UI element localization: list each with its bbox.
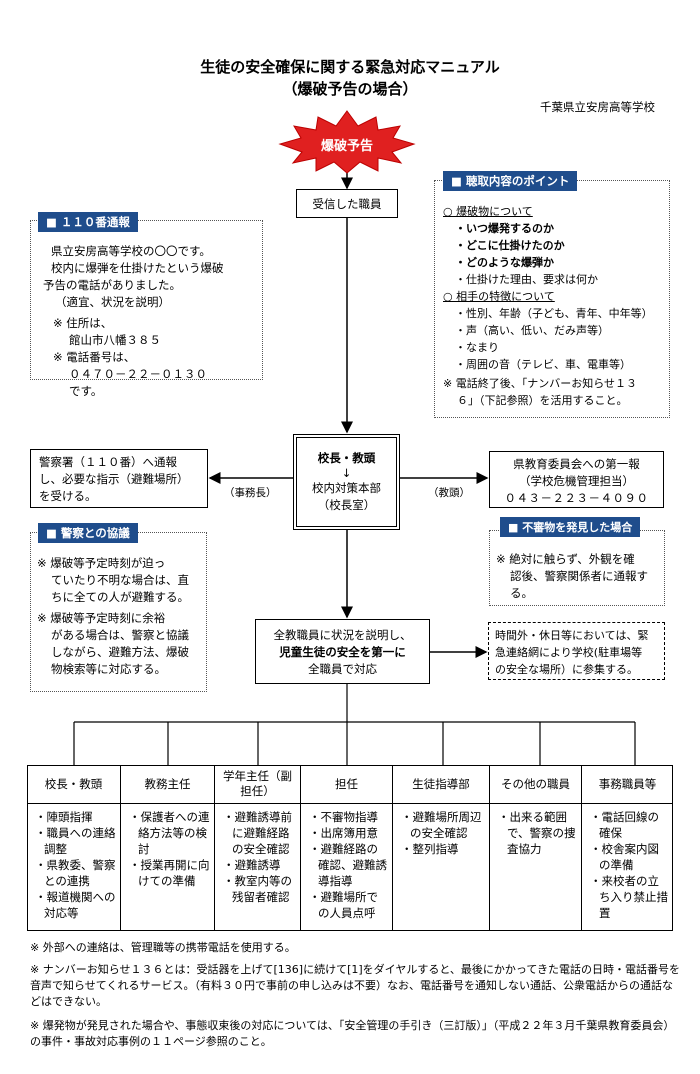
police-coop-tag: ■ 警察との協議 (38, 523, 138, 543)
after-hours-box: 時間外・休日等においては、緊 急連絡網により学校(駐車場等 の安全な場所）に参集… (488, 622, 665, 680)
police-call-box: 警察署（１１０番）へ通報 し、必要な指示（避難場所） を受ける。 (30, 449, 208, 508)
all-staff-box: 全教職員に状況を説明し、 児童生徒の安全を第一に 全職員で対応 (255, 619, 430, 684)
suspicious-panel: ※ 絶対に触らず、外観を確 認後、警察関係者に通報す る。 (489, 530, 665, 606)
police-coop-panel: ※ 爆破等予定時刻が迫っ ていたり不明な場合は、直 ちに全ての人が避難する。 ※… (30, 532, 207, 692)
col-body-homeroom: ・不審物指導・出席簿用意・避難経路の確認、避難誘導指導・避難場所での人員点呼 (301, 803, 393, 931)
col-head-grade: 学年主任（副担任） (215, 765, 301, 803)
role-table-divider (27, 803, 673, 804)
label-office-chief: （事務長） (224, 487, 277, 499)
col-body-principal: ・陣頭指揮・職員への連絡調整・県教委、警察との連携・報道機関への対応等 (27, 803, 121, 931)
note-number-136: ※ ナンバーお知らせ１３６とは：受話器を上げて[136]に続けて[1]をダイヤル… (30, 963, 680, 1008)
listening-tag: ■ 聴取内容のポイント (443, 171, 578, 191)
listening-panel: ○ 爆破物について ・いつ爆発するのか ・どこに仕掛けたのか ・どのような爆弾か… (434, 180, 670, 418)
page-subtitle: （爆破予告の場合） (282, 80, 418, 98)
col-head-other: その他の職員 (490, 765, 582, 803)
label-vice-principal: （教頭） (428, 487, 470, 499)
board-report-box: 県教育委員会への第一報 （学校危機管理担当） ０４３－２２３－４０９０ (489, 451, 664, 508)
receiver-box: 受信した職員 (296, 189, 398, 218)
note-external-contact: ※ 外部への連絡は、管理職等の携帯電話を使用する。 (30, 941, 296, 954)
col-body-other: ・出来る範囲で、警察の捜査協力 (490, 803, 582, 931)
report110-panel: 県立安房高等学校の〇〇です。 校内に爆弾を仕掛けたという爆破 予告の電話がありま… (30, 220, 263, 398)
col-body-office: ・電話回線の確保・校舎案内図の準備・来校者の立ち入り禁止措置 (590, 810, 668, 920)
note-explosive-found: ※ 爆発物が発見された場合や、事態収束後の対応については、「安全管理の手引き（三… (30, 1019, 675, 1048)
col-head-academic: 教務主任 (121, 765, 215, 803)
col-body-grade: ・避難誘導前に避難経路の安全確認・避難誘導・教室内等の残留者確認 (215, 803, 301, 931)
col-head-office: 事務職員等 (598, 776, 657, 791)
hq-box: 校長・教頭 ↓ 校内対策本部 （校長室） (293, 434, 400, 530)
col-body-guidance: ・避難場所周辺の安全確認・整列指導 (393, 803, 490, 931)
role-table (27, 765, 673, 931)
report110-tag: ■ １１０番通報 (38, 212, 138, 232)
col-head-principal: 校長・教頭 (27, 765, 121, 803)
burst-shape (278, 110, 416, 174)
col-head-homeroom: 担任 (301, 765, 393, 803)
bomb-threat-label: 爆破予告 (320, 139, 373, 154)
suspicious-tag: ■ 不審物を発見した場合 (500, 517, 641, 537)
col-body-academic: ・保護者への連絡方法等の検討・授業再開に向けての準備 (121, 803, 215, 931)
school-name: 千葉県立安房高等学校 (540, 100, 655, 114)
page-title: 生徒の安全確保に関する緊急対応マニュアル (200, 58, 500, 76)
col-head-guidance: 生徒指導部 (393, 765, 490, 803)
